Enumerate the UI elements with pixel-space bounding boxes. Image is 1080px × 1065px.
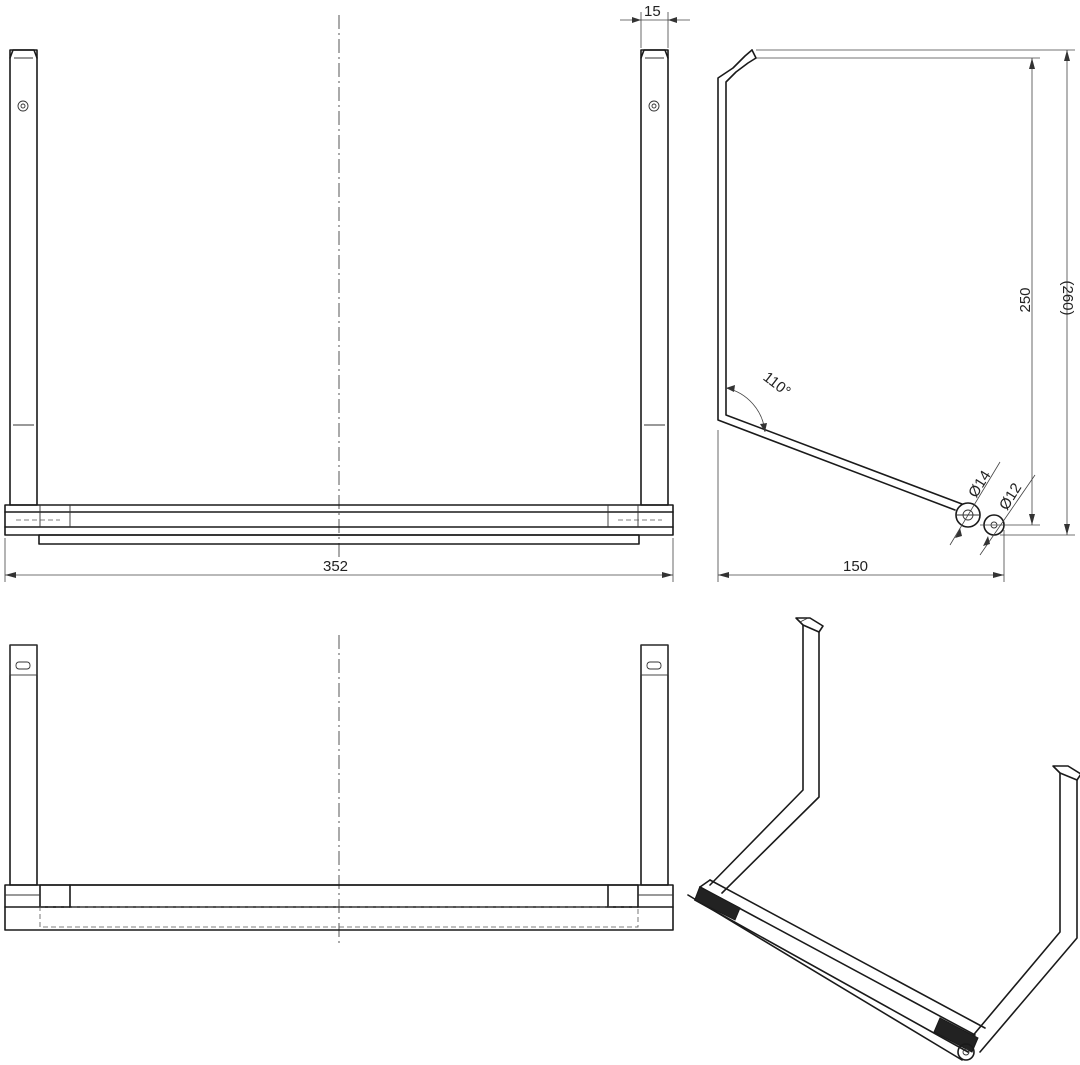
angle-label: 110° — [760, 369, 794, 401]
left-post — [9, 49, 38, 506]
front-view: 15 352 — [4, 3, 690, 582]
iso-left-rod — [709, 617, 824, 894]
iso-rails — [687, 879, 986, 1061]
dim-352-label: 352 — [323, 558, 348, 575]
rod-outer — [717, 49, 956, 511]
dim-overall-width: 352 — [4, 538, 674, 582]
top-view — [4, 635, 674, 945]
dim-150-label: 150 — [843, 558, 868, 575]
dim-height-overall: (260) — [1059, 50, 1076, 535]
dim-250-label: 250 — [1017, 287, 1034, 312]
dia-14-label: Ø14 — [965, 468, 994, 501]
leader-14 — [949, 461, 1001, 546]
dim-depth: 150 — [717, 430, 1005, 582]
iso-right-rod — [964, 765, 1080, 1053]
dia-12-label: Ø12 — [996, 480, 1025, 513]
top-right-post — [640, 644, 669, 886]
side-view: 110° Ø14 Ø12 250 (260) — [717, 49, 1076, 582]
dim-height: 250 — [1017, 58, 1035, 525]
bottom-rail — [4, 504, 674, 545]
isometric-view — [687, 617, 1080, 1061]
dim-post-width: 15 — [620, 3, 690, 48]
right-post — [640, 49, 669, 506]
dim-15-label: 15 — [644, 3, 661, 20]
dim-260-label: (260) — [1059, 280, 1076, 315]
top-left-post — [9, 644, 38, 886]
top-bottom-rail — [4, 884, 674, 931]
